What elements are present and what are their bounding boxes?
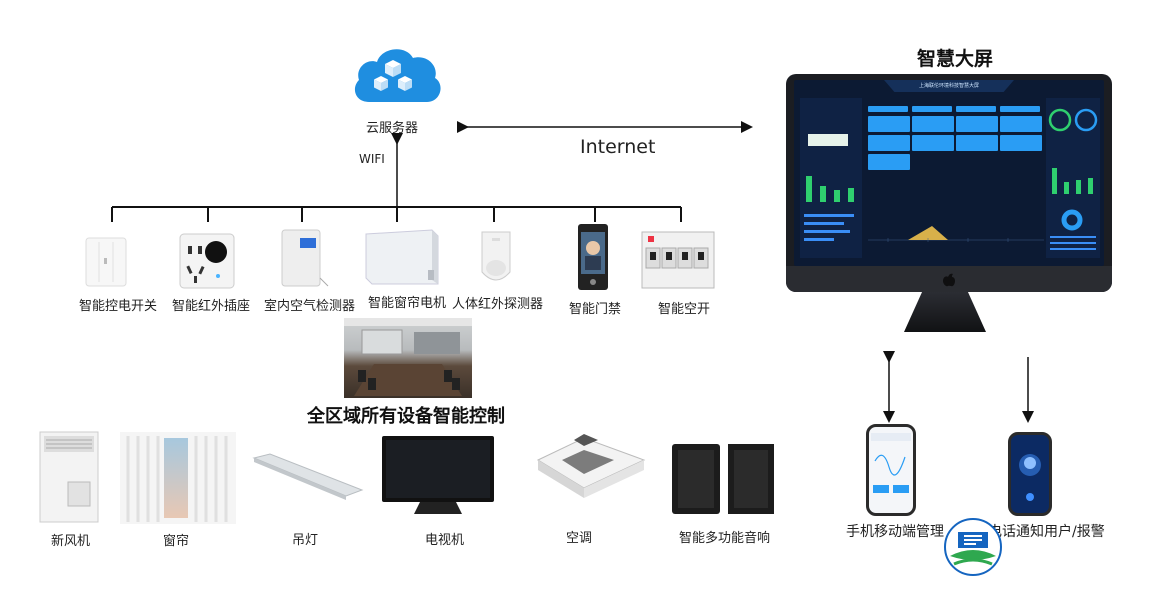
device-label-2: 智能红外插座 xyxy=(172,299,251,314)
dashboard-tile-3 xyxy=(956,116,998,132)
apple-logo-icon xyxy=(943,273,955,287)
air-conditioner-image xyxy=(518,432,650,514)
big-screen-title: 智慧大屏 xyxy=(917,48,994,70)
curtain-image xyxy=(120,432,236,524)
dashboard-tile-2 xyxy=(912,116,954,132)
dashboard-tile-8 xyxy=(1000,135,1042,151)
device-label-curtain: 窗帘 xyxy=(163,534,190,549)
dashboard-tile-6 xyxy=(912,135,954,151)
wifi-label: WIFI xyxy=(359,152,385,166)
pendant-lamp-image xyxy=(250,452,366,502)
dashboard-right-panel xyxy=(1046,98,1100,258)
dashboard-tile-4 xyxy=(1000,116,1042,132)
dashboard-left-panel xyxy=(800,98,862,258)
company-logo-icon xyxy=(944,518,1002,576)
dashboard-tile-9 xyxy=(868,154,910,170)
mobile-phone-image xyxy=(866,424,916,516)
dashboard-tab-3 xyxy=(956,106,996,112)
access-control-image xyxy=(576,222,610,292)
smart-breaker-image xyxy=(640,228,716,292)
device-label-5: 人体红外探测器 xyxy=(452,297,544,312)
cloud-server-label: 云服务器 xyxy=(366,121,419,136)
smart-switch-image xyxy=(82,236,130,288)
device-label-tv: 电视机 xyxy=(425,533,465,548)
cloud-server-icon xyxy=(349,44,445,108)
dashboard-tab-1 xyxy=(868,106,908,112)
pir-detector-image xyxy=(478,230,514,290)
device-label-4: 智能窗帘电机 xyxy=(368,296,447,311)
device-label-6: 智能门禁 xyxy=(569,302,622,317)
meeting-room-image xyxy=(344,318,472,398)
monitor-chin xyxy=(786,266,1112,292)
mobile-label: 手机移动端管理 xyxy=(846,524,944,540)
speakers-image xyxy=(670,440,776,518)
center-caption: 全区域所有设备智能控制 xyxy=(307,406,505,427)
alarm-phone-image xyxy=(1008,432,1052,516)
dashboard-tile-5 xyxy=(868,135,910,151)
monitor-image: 上海联伦环境科技智慧大屏 xyxy=(786,74,1112,292)
tv-image xyxy=(380,434,496,516)
device-label-3: 室内空气检测器 xyxy=(264,299,356,314)
air-detector-image xyxy=(280,228,330,290)
dashboard-area-chart xyxy=(868,226,1044,242)
curtain-motor-image xyxy=(362,226,440,288)
fresh-air-unit-image xyxy=(38,430,100,524)
dashboard-tile-1 xyxy=(868,116,910,132)
dashboard-tab-4 xyxy=(1000,106,1040,112)
dashboard-title: 上海联伦环境科技智慧大屏 xyxy=(918,83,979,89)
dashboard-tile-7 xyxy=(956,135,998,151)
device-label-speaker: 智能多功能音响 xyxy=(679,531,771,546)
dashboard-screen: 上海联伦环境科技智慧大屏 xyxy=(794,80,1104,266)
device-label-7: 智能空开 xyxy=(658,302,711,317)
dashboard-header xyxy=(884,80,1014,92)
device-label-1: 智能控电开关 xyxy=(79,299,158,314)
device-label-lamp: 吊灯 xyxy=(292,533,319,548)
smart-ir-socket-image xyxy=(178,232,236,290)
dashboard-tab-2 xyxy=(912,106,952,112)
phone-notify-label: 电话通知用户/报警 xyxy=(988,524,1105,540)
device-label-ac: 空调 xyxy=(566,531,593,546)
device-label-fresh-air: 新风机 xyxy=(51,534,91,549)
internet-label: Internet xyxy=(580,136,656,158)
